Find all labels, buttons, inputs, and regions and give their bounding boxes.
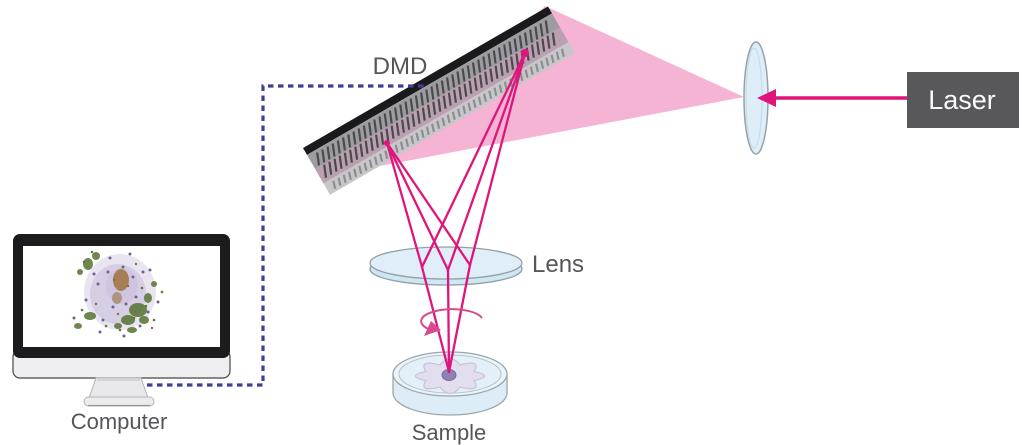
dmd-emission-spot-right (521, 49, 529, 57)
screen-cell-image (72, 250, 164, 338)
dmd-stripes (316, 20, 565, 189)
laser-beam-arrow (757, 89, 907, 107)
computer-monitor (12, 234, 231, 407)
illumination-cone (380, 6, 744, 166)
monitor-stand-neck (88, 377, 149, 399)
focusing-lens (369, 246, 523, 286)
computer-label: Computer (71, 409, 168, 434)
laser-arrowhead (757, 89, 776, 107)
dmd-emission-spot-left (384, 140, 390, 146)
dmd-top-edge (303, 6, 552, 155)
monitor-stand-base (83, 396, 155, 407)
dmd-label: DMD (373, 53, 428, 80)
laser-box (907, 72, 1019, 128)
laser-label: Laser (928, 85, 996, 115)
rotation-arrow-icon (420, 308, 483, 336)
control-cable-dashed-line (147, 84, 424, 387)
beam-rays (385, 51, 527, 374)
lens-label: Lens (532, 251, 584, 278)
sample-blob (414, 358, 486, 395)
sample-label: Sample (412, 420, 487, 445)
